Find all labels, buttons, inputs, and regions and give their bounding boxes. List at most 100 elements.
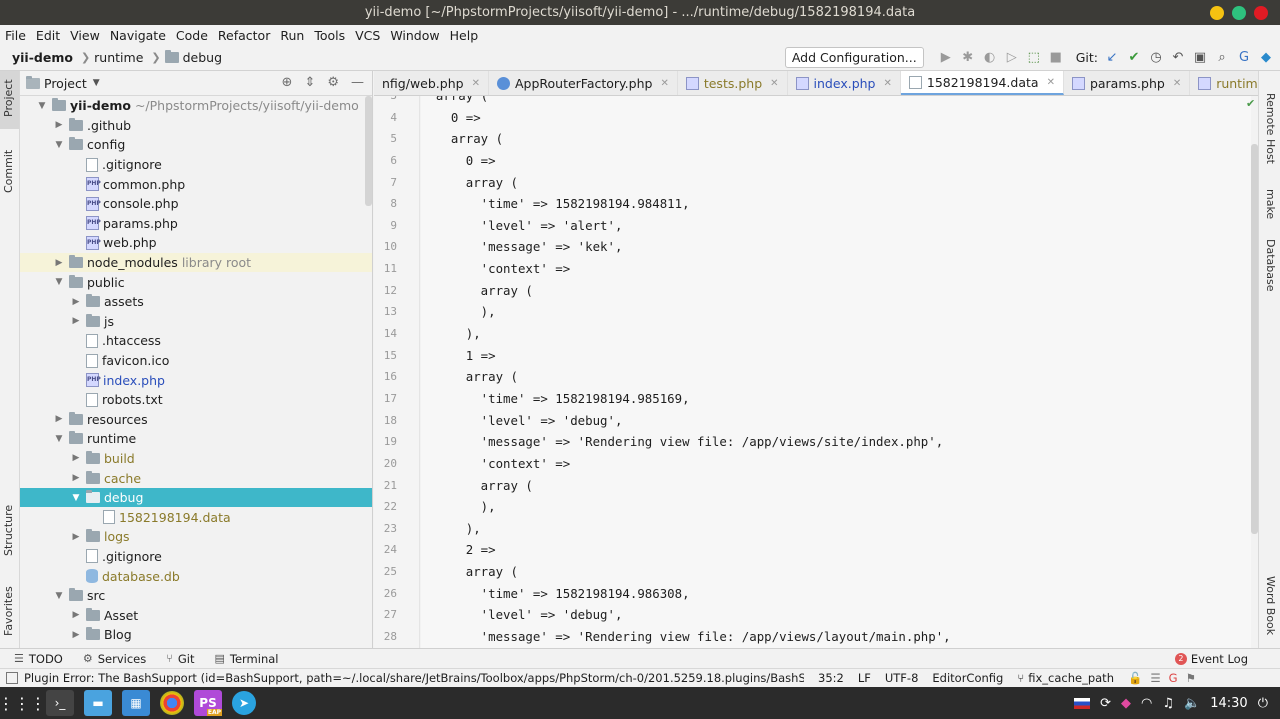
editorconfig-indicator[interactable]: EditorConfig [932, 671, 1004, 685]
keyboard-layout-icon[interactable] [1074, 697, 1091, 709]
chrome-app-icon[interactable] [160, 691, 184, 715]
close-tab-icon[interactable]: ✕ [883, 77, 892, 89]
code-line[interactable]: 'time' => 1582198194.985169, [421, 390, 690, 406]
project-tool-button[interactable]: Project [2, 79, 15, 117]
breadcrumb-runtime[interactable]: runtime [94, 50, 144, 65]
tree-item[interactable]: ▶cache [20, 468, 372, 488]
toggle-tool-windows-icon[interactable] [6, 672, 18, 684]
tree-item[interactable]: ▶js [20, 312, 372, 332]
plugin-icon[interactable]: ◆ [1261, 50, 1271, 65]
search-icon[interactable]: ⌕ [1218, 50, 1226, 65]
debug-icon[interactable]: ✱ [962, 50, 974, 65]
code-line[interactable]: array ( [421, 282, 533, 298]
chevron-down-icon[interactable]: ▼ [55, 277, 63, 288]
structure-tool-button[interactable]: Structure [2, 504, 15, 556]
close-tab-icon[interactable]: ✕ [1046, 76, 1055, 88]
todo-tool-button[interactable]: ☰TODO [14, 651, 63, 666]
tree-item[interactable]: ▼config [20, 135, 372, 155]
tree-item[interactable]: ▼yii-demo~/PhpstormProjects/yiisoft/yii-… [20, 96, 372, 116]
tree-item[interactable]: ▼runtime [20, 429, 372, 449]
project-scrollbar[interactable] [365, 96, 372, 206]
chevron-down-icon[interactable]: ▼ [38, 100, 46, 111]
menu-edit[interactable]: Edit [35, 27, 61, 43]
tree-item[interactable]: ▶assets [20, 292, 372, 312]
app-grid-icon[interactable]: ⋮⋮⋮ [0, 693, 46, 713]
code-line[interactable]: array ( [421, 131, 504, 147]
editor-tab[interactable]: nfig/web.php✕ [374, 71, 489, 95]
music-icon[interactable]: ♫ [1162, 695, 1175, 711]
menu-refactor[interactable]: Refactor [217, 27, 271, 43]
favorites-tool-button[interactable]: Favorites [2, 586, 15, 636]
project-structure-icon[interactable]: ▣ [1193, 50, 1207, 65]
tree-item[interactable]: database.db [20, 566, 372, 586]
menu-navigate[interactable]: Navigate [109, 27, 166, 43]
breadcrumb-debug[interactable]: debug [164, 50, 222, 65]
chevron-right-icon[interactable]: ▶ [72, 473, 80, 484]
code-line[interactable]: ), [421, 304, 496, 320]
tree-item[interactable]: ▼debug [20, 487, 372, 508]
git-tool-button[interactable]: ⑂Git [166, 651, 195, 666]
chevron-right-icon[interactable]: ▶ [72, 610, 80, 621]
tree-item[interactable]: ▶logs [20, 527, 372, 547]
code-line[interactable]: 2 => [421, 542, 496, 558]
chevron-right-icon[interactable]: ▶ [72, 629, 80, 640]
chevron-right-icon[interactable]: ▶ [72, 316, 80, 327]
code-line[interactable]: 'time' => 1582198194.986308, [421, 585, 690, 601]
code-line[interactable]: 'level' => 'alert', [421, 217, 623, 233]
breadcrumb-project[interactable]: yii-demo [12, 50, 73, 65]
chevron-right-icon[interactable]: ▶ [55, 257, 63, 268]
close-tab-icon[interactable]: ✕ [770, 77, 779, 89]
run-icon[interactable]: ▶ [940, 50, 951, 65]
software-app-icon[interactable]: ▦ [122, 690, 150, 716]
editor-code-area[interactable]: array ( 0 => array ( 0 => array ( 'time'… [421, 96, 1251, 648]
editor-tab[interactable]: runtime/.../web.php✕ [1190, 71, 1258, 95]
lock-icon[interactable]: 🔓 [1128, 671, 1143, 685]
git-commit-icon[interactable]: ✔ [1128, 50, 1140, 65]
tree-item[interactable]: ▶build [20, 449, 372, 469]
git-rollback-icon[interactable]: ↶ [1172, 50, 1184, 65]
tree-item[interactable]: favicon.ico [20, 351, 372, 371]
code-line[interactable]: 1 => [421, 347, 496, 363]
chevron-right-icon[interactable]: ▶ [72, 531, 80, 542]
tree-item[interactable]: ▼public [20, 272, 372, 292]
code-line[interactable]: ), [421, 520, 481, 536]
code-line[interactable]: 'message' => 'Rendering view file: /app/… [421, 629, 951, 645]
tree-item[interactable]: ▼src [20, 586, 372, 606]
power-icon[interactable]: ⏻ [1257, 695, 1268, 711]
volume-icon[interactable]: 🔈 [1184, 695, 1201, 711]
phpstorm-app-icon[interactable]: PS EAP [194, 690, 222, 716]
hide-icon[interactable]: — [351, 75, 364, 90]
code-line[interactable]: 'message' => 'kek', [421, 239, 623, 255]
chevron-down-icon[interactable]: ▼ [55, 590, 63, 601]
editor-scrollbar[interactable] [1251, 96, 1258, 648]
close-tab-icon[interactable]: ✕ [1172, 77, 1182, 89]
notifications-icon[interactable]: ⚑ [1185, 671, 1196, 685]
code-line[interactable]: array ( [421, 96, 1251, 107]
word-book-tool-button[interactable]: Word Book [1264, 576, 1277, 636]
code-line[interactable]: 'level' => 'debug', [421, 412, 623, 428]
tree-item[interactable]: ▶.github [20, 116, 372, 136]
menu-file[interactable]: File [5, 27, 26, 43]
memory-icon[interactable]: ☰ [1150, 671, 1161, 685]
status-message[interactable]: Plugin Error: The BashSupport (id=BashSu… [24, 671, 804, 685]
telegram-app-icon[interactable]: ➤ [232, 691, 256, 715]
code-line[interactable]: 'context' => [421, 455, 571, 471]
translate-icon[interactable]: G [1238, 50, 1250, 65]
sync-icon[interactable]: ⟳ [1100, 695, 1112, 711]
minimize-button[interactable] [1210, 6, 1224, 20]
make-tool-button[interactable]: make [1264, 189, 1277, 220]
code-line[interactable]: array ( [421, 174, 518, 190]
menu-code[interactable]: Code [175, 27, 208, 43]
menu-vcs[interactable]: VCS [355, 27, 381, 43]
chevron-right-icon[interactable]: ▶ [55, 414, 63, 425]
cube-icon[interactable]: ◆ [1121, 695, 1132, 711]
tree-item[interactable]: ▶Asset [20, 605, 372, 625]
code-line[interactable]: 'time' => 1582198194.984811, [421, 196, 690, 212]
